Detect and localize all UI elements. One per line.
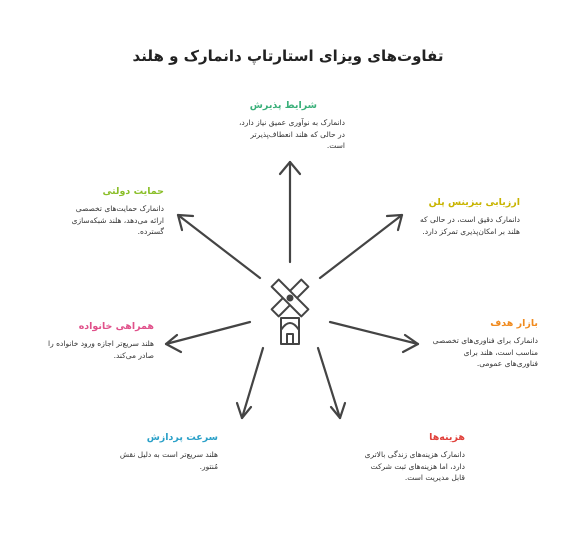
- arrow-family: [164, 320, 252, 354]
- page-title: تفاوت‌های ویزای استارتاپ دانمارک و هلند: [132, 47, 444, 65]
- card-family: همراهی خانواده هلند سریع‌تر اجازه ورود خ…: [38, 321, 154, 361]
- arrow-government-support: [176, 213, 262, 280]
- heading-target-market: بازار هدف: [490, 318, 538, 329]
- heading-acceptance: شرایط پذیرش: [249, 100, 317, 111]
- body-processing-speed: هلند سریع‌تر است به دلیل نقش مُنتور.: [119, 450, 218, 471]
- card-costs: هزینه‌ها دانمارک هزینه‌های زندگی بالاتری…: [355, 432, 465, 484]
- body-target-market: دانمارک برای فناوری‌های تخصصی مناسب است،…: [432, 336, 538, 369]
- heading-government-support: حمایت دولتی: [102, 186, 164, 197]
- heading-business-plan: ارزیابی بیزینس پلن: [428, 197, 520, 208]
- card-acceptance: شرایط پذیرش دانمارک به نوآوری عمیق نیاز …: [235, 100, 345, 152]
- body-costs: دانمارک هزینه‌های زندگی بالاتری دارد، ام…: [364, 450, 465, 483]
- card-government-support: حمایت دولتی دانمارک حمایت‌های تخصصی ارائ…: [60, 186, 164, 238]
- card-processing-speed: سرعت پردازش هلند سریع‌تر است به دلیل نقش…: [112, 432, 218, 472]
- windmill-icon: [270, 278, 310, 345]
- arrow-business-plan: [318, 213, 404, 280]
- body-government-support: دانمارک حمایت‌های تخصصی ارائه می‌دهد، هل…: [71, 204, 164, 237]
- arrow-costs: [316, 346, 347, 420]
- arrow-target-market: [328, 320, 420, 354]
- heading-costs: هزینه‌ها: [429, 432, 465, 443]
- body-acceptance: دانمارک به نوآوری عمیق نیاز دارد، در حال…: [238, 118, 345, 151]
- card-business-plan: ارزیابی بیزینس پلن دانمارک دقیق است، در …: [410, 197, 520, 237]
- arrow-acceptance: [278, 160, 302, 264]
- body-business-plan: دانمارک دقیق است، در حالی که هلند بر امک…: [420, 215, 520, 236]
- heading-processing-speed: سرعت پردازش: [146, 432, 218, 443]
- body-family: هلند سریع‌تر اجازه ورود خانواده را صادر …: [48, 339, 154, 360]
- heading-family: همراهی خانواده: [78, 321, 154, 332]
- arrow-processing-speed: [235, 346, 265, 420]
- card-target-market: بازار هدف دانمارک برای فناوری‌های تخصصی …: [430, 318, 538, 370]
